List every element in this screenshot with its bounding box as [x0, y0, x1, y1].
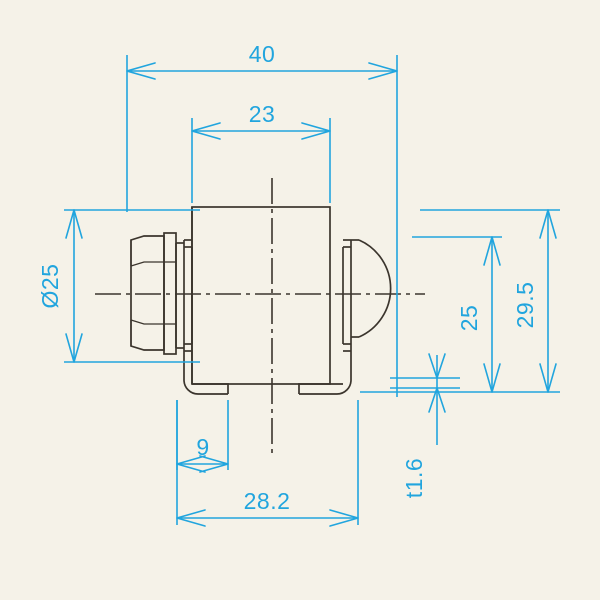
- hex-nut-chamfer-bottom: [130, 319, 164, 325]
- roller-body-outline: [191, 206, 331, 385]
- dim-label-295: 29.5: [512, 282, 538, 329]
- bracket-flange-left-inner: [192, 383, 229, 394]
- hex-nut-outline: [130, 235, 165, 351]
- dim-arrow-282-right: [329, 509, 359, 527]
- bracket-flange-right: [299, 351, 352, 395]
- hex-nut-chamfer-top: [130, 261, 164, 267]
- dimension-roller-diameter: Ø25: [37, 209, 200, 363]
- roller-end-cap-arc: [358, 239, 392, 338]
- dimension-flange-offset: 9: [176, 400, 229, 473]
- dimension-overall-height: 29.5: [420, 209, 560, 393]
- bracket-flange-left: [183, 351, 228, 395]
- dim-arrow-t16-bottom: [428, 387, 446, 413]
- dimension-material-thickness: t1.6: [390, 353, 460, 498]
- dim-arrow-d25-top: [65, 209, 83, 239]
- dimension-bracket-height: 25: [360, 236, 560, 393]
- dimension-body-width: 23: [191, 101, 331, 203]
- dim-arrow-40-left: [126, 62, 156, 80]
- part-geometry: [95, 178, 425, 455]
- dim-arrow-9-left: [176, 455, 206, 473]
- dimension-overall-width: 40: [126, 41, 398, 397]
- dim-label-40: 40: [249, 41, 276, 67]
- dim-arrow-295-bottom: [539, 363, 557, 393]
- dim-label-t16: t1.6: [401, 458, 427, 498]
- dim-arrow-40-right: [368, 62, 398, 80]
- dim-label-25: 25: [456, 305, 482, 332]
- dim-arrow-25-top: [483, 236, 501, 266]
- dim-arrow-23-left: [191, 122, 221, 140]
- dim-label-9: 9: [196, 434, 209, 460]
- dim-label-d25: Ø25: [37, 264, 63, 309]
- dim-arrow-25-bottom: [483, 363, 501, 393]
- dim-arrow-t16-top: [428, 353, 446, 379]
- dim-label-282: 28.2: [244, 488, 291, 514]
- dimension-flange-span: 28.2: [176, 400, 359, 527]
- bracket-flange-right-inner: [298, 383, 343, 394]
- dim-arrow-9-right: [199, 455, 229, 473]
- dim-arrow-282-left: [176, 509, 206, 527]
- dim-arrow-23-right: [301, 122, 331, 140]
- dim-arrow-295-top: [539, 209, 557, 239]
- dim-arrow-d25-bottom: [65, 333, 83, 363]
- dim-label-23: 23: [249, 101, 276, 127]
